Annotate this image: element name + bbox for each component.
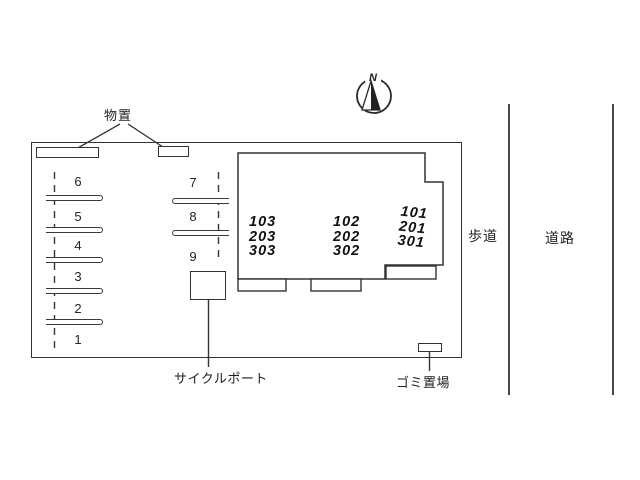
storage-label: 物置 — [103, 108, 132, 123]
stall-divider — [46, 319, 103, 325]
garbage-area-label: ゴミ置場 — [396, 375, 451, 390]
stall-divider — [46, 288, 103, 294]
road-edge-line-right — [612, 104, 614, 395]
north-compass-icon: N — [356, 71, 392, 114]
unit-number: 303 — [249, 243, 277, 260]
unit-number: 302 — [333, 243, 361, 260]
parking-space-7: 7 — [189, 175, 197, 190]
road-label: 道路 — [545, 230, 575, 246]
garbage-area-box — [418, 343, 442, 352]
parking-space-3: 3 — [74, 269, 82, 284]
stall-divider — [46, 257, 103, 263]
stall-divider — [172, 198, 229, 204]
sidewalk-label: 歩道 — [468, 228, 498, 244]
compass-north-letter: N — [369, 72, 378, 84]
unit-number: 202 — [333, 228, 361, 245]
unit-number: 102 — [333, 214, 361, 230]
parking-space-8: 8 — [189, 209, 197, 224]
unit-column-103: 103 203 303 — [249, 215, 276, 259]
unit-number: 103 — [249, 214, 277, 230]
site-boundary — [31, 142, 462, 358]
unit-number: 301 — [396, 232, 426, 252]
storage-shed-left — [36, 147, 99, 158]
parking-space-6: 6 — [74, 174, 82, 189]
parking-space-2: 2 — [74, 301, 82, 316]
cycle-port-label: サイクルポート — [174, 371, 268, 386]
unit-column-102: 102 202 302 — [333, 215, 360, 259]
cycle-port-box — [190, 271, 226, 300]
unit-column-101: 101 201 301 — [396, 204, 429, 252]
unit-number: 203 — [249, 228, 277, 245]
stall-divider — [172, 230, 229, 236]
parking-space-4: 4 — [74, 238, 82, 253]
parking-space-5: 5 — [74, 209, 82, 224]
storage-shed-right — [158, 146, 189, 157]
stall-divider — [46, 195, 103, 201]
stall-divider — [46, 227, 103, 233]
parking-space-9: 9 — [189, 249, 197, 264]
road-edge-line-left — [508, 104, 510, 395]
parking-space-1: 1 — [74, 332, 82, 347]
